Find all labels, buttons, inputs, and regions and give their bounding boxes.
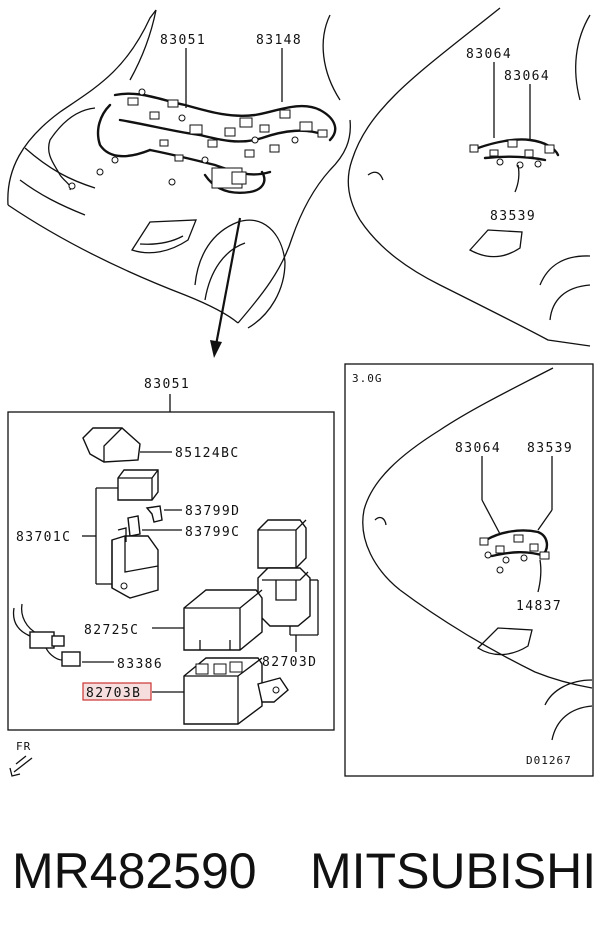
variant-box-3-0g: 3.0G 83064 83539 14837 D01267 xyxy=(344,363,594,777)
part-83799c: 83799C xyxy=(127,515,240,540)
label-83148: 83148 xyxy=(256,33,302,48)
top-left-vehicle-view: 83051 83148 xyxy=(7,9,351,358)
part-83386: 83386 xyxy=(12,603,163,672)
label-14837: 14837 xyxy=(516,599,562,614)
label-83386: 83386 xyxy=(117,657,163,672)
brand-name: MITSUBISHI xyxy=(310,843,596,899)
detail-title: 83051 xyxy=(144,377,190,392)
label-83539-top: 83539 xyxy=(490,209,536,224)
label-83051-top: 83051 xyxy=(160,33,206,48)
part-82725c: 82725C xyxy=(84,589,263,651)
part-82703d: 82703D xyxy=(257,519,319,670)
label-83701c: 83701C xyxy=(16,530,71,545)
label-85124bc: 85124BC xyxy=(175,446,240,461)
fr-label: FR xyxy=(16,740,31,753)
arrow-head xyxy=(210,340,222,358)
detail-box: 83051 85124BC 83799D 83799C xyxy=(7,377,335,777)
label-83799d: 83799D xyxy=(185,504,240,519)
label-82725c: 82725C xyxy=(84,623,139,638)
part-83701c: 83701C xyxy=(16,487,159,599)
footer: MR482590 MITSUBISHI xyxy=(12,843,596,899)
harness-connectors xyxy=(68,88,328,190)
label-83799c: 83799C xyxy=(185,525,240,540)
top-right-vehicle-view: 83064 83064 83539 xyxy=(347,7,591,347)
part-83799d: 83799D xyxy=(145,504,240,523)
engine-variant-label: 3.0G xyxy=(352,372,383,385)
label-83064-variant: 83064 xyxy=(455,441,501,456)
front-direction-indicator: FR xyxy=(9,740,33,777)
highlight-82703b xyxy=(82,682,152,701)
diagram-code: D01267 xyxy=(526,754,572,767)
label-82703b: 82703B xyxy=(86,686,141,701)
label-83064-b: 83064 xyxy=(504,69,550,84)
part-relay-top xyxy=(117,469,159,501)
part-85124bc: 85124BC xyxy=(82,427,240,463)
part-number: MR482590 xyxy=(12,843,257,899)
label-83539-variant: 83539 xyxy=(527,441,573,456)
label-83064-a: 83064 xyxy=(466,47,512,62)
label-82703d: 82703D xyxy=(262,655,317,670)
part-82703b: 82703B xyxy=(82,657,289,725)
